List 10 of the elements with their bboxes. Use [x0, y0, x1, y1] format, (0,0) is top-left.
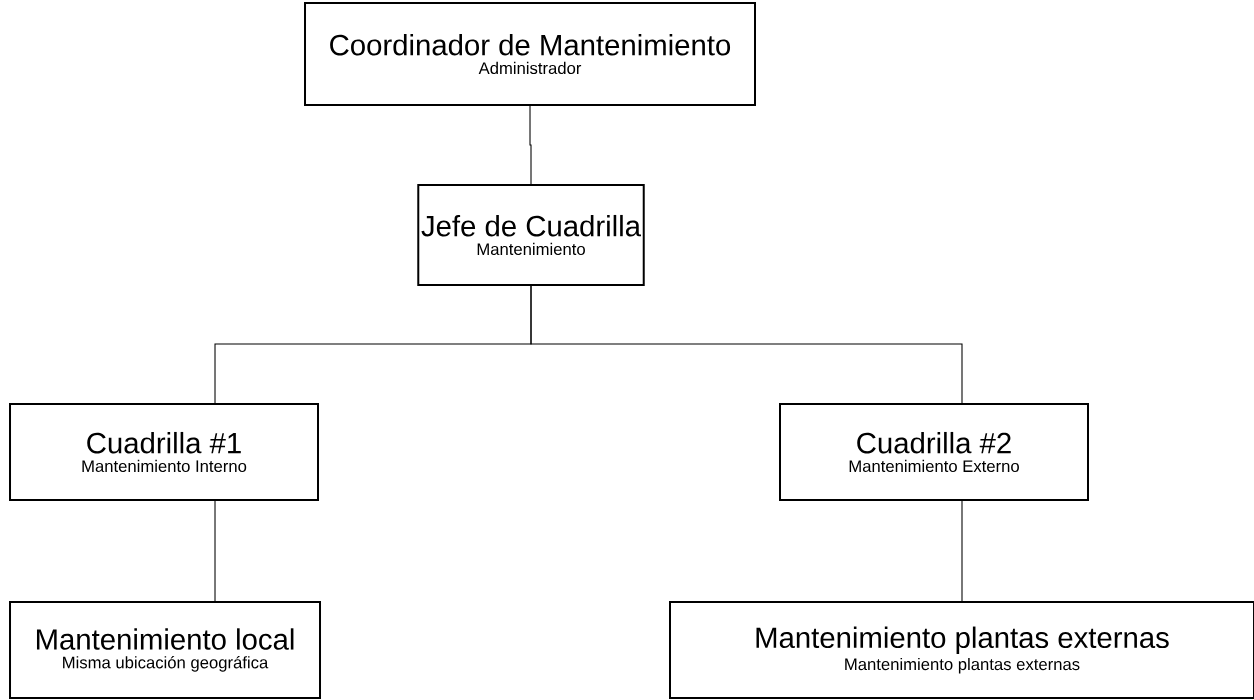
connector-line	[530, 284, 963, 405]
connector-line	[529, 104, 532, 186]
org-box: Coordinador de Mantenimiento Administrador	[304, 2, 756, 106]
org-box: Mantenimiento local Misma ubicación geográfica	[9, 601, 321, 699]
org-box: Cuadrilla #1 Mantenimiento Interno	[9, 403, 319, 501]
org-box: Cuadrilla #2 Mantenimiento Externo	[779, 403, 1089, 501]
org-box: Jefe de Cuadrilla Mantenimiento	[417, 184, 645, 286]
org-box: Mantenimiento plantas externas Mantenimiento plantas externas	[669, 601, 1254, 699]
connector-line	[214, 499, 216, 603]
connector-line	[961, 499, 963, 603]
